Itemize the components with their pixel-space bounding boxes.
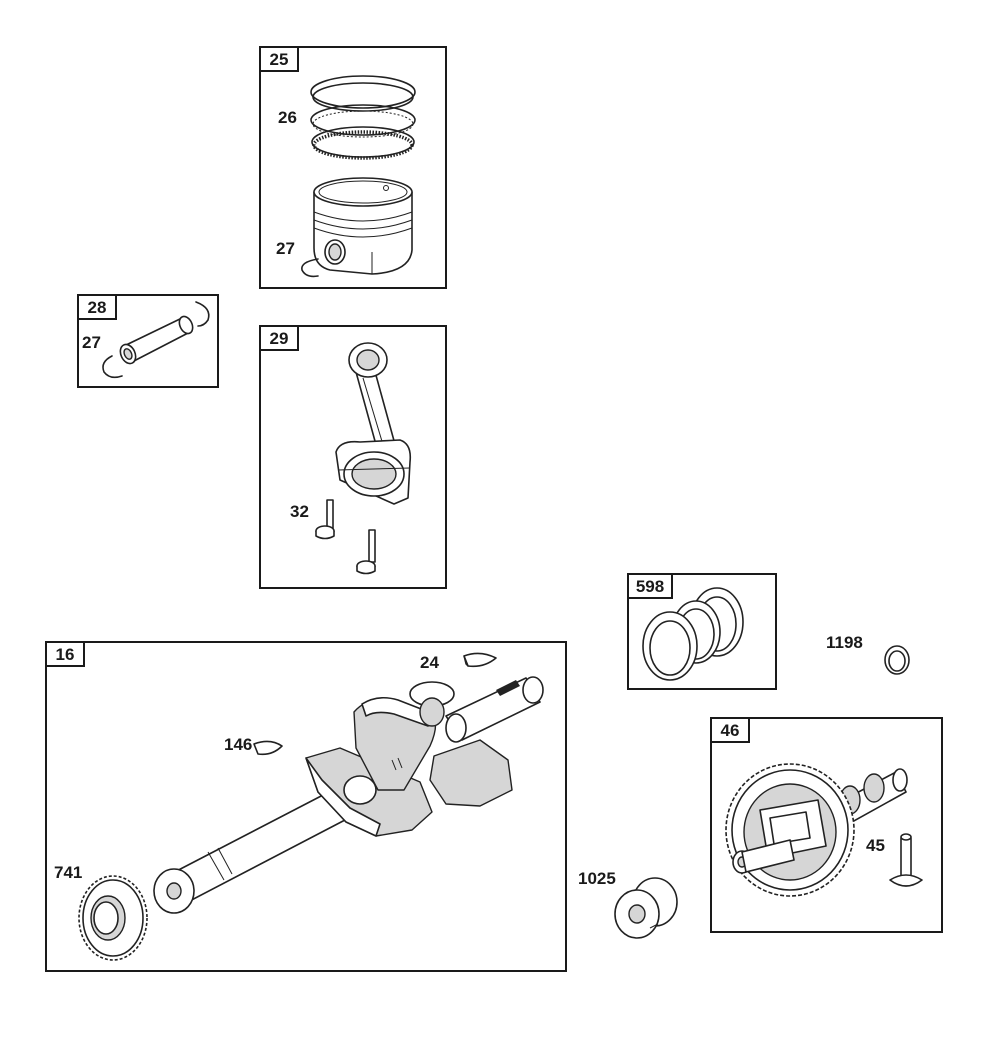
part-24-label: 24 bbox=[420, 653, 439, 672]
part-32-label: 32 bbox=[290, 502, 309, 521]
group-598-tag bbox=[627, 573, 673, 599]
group-46-tag bbox=[710, 717, 750, 743]
valve-lifter-45-drawing[interactable] bbox=[889, 833, 923, 887]
piston-rings-drawing[interactable] bbox=[310, 75, 416, 160]
crank-key-24-drawing[interactable] bbox=[463, 652, 497, 668]
group-16-label: 16 bbox=[56, 645, 75, 664]
group-25-piston-assembly: 25 26 27 bbox=[259, 46, 447, 289]
rod-bolt-upper-drawing[interactable] bbox=[315, 499, 335, 540]
part-27-label-pin: 27 bbox=[82, 333, 101, 352]
piston-drawing[interactable] bbox=[313, 177, 413, 275]
crank-gear-741-drawing[interactable] bbox=[78, 875, 148, 961]
group-46-frame bbox=[710, 717, 943, 933]
group-25-label: 25 bbox=[270, 50, 289, 69]
part-741-label: 741 bbox=[54, 863, 82, 882]
piston-clip-drawing[interactable] bbox=[301, 258, 319, 278]
group-598-frame bbox=[627, 573, 777, 690]
group-46-camshaft: 46 45 bbox=[710, 717, 943, 933]
group-16-crankshaft: 16 bbox=[45, 641, 567, 972]
piston-pin-drawing[interactable] bbox=[117, 314, 195, 366]
camshaft-drawing[interactable] bbox=[725, 763, 908, 897]
part-146-label: 146 bbox=[224, 735, 252, 754]
group-28-tag bbox=[77, 294, 117, 320]
group-46-label: 46 bbox=[721, 721, 740, 740]
group-25-frame bbox=[259, 46, 447, 289]
group-29-label: 29 bbox=[270, 329, 289, 348]
group-25-tag bbox=[259, 46, 299, 72]
pin-clip-left-drawing[interactable] bbox=[102, 355, 123, 379]
crankshaft-drawing[interactable] bbox=[153, 676, 544, 914]
group-16-frame bbox=[45, 641, 567, 972]
crank-key-146-drawing[interactable] bbox=[253, 740, 283, 756]
part-45-label: 45 bbox=[866, 836, 885, 855]
connecting-rod-drawing[interactable] bbox=[335, 342, 412, 505]
group-28-frame bbox=[77, 294, 219, 388]
group-29-frame bbox=[259, 325, 447, 589]
part-26-label: 26 bbox=[278, 108, 297, 127]
part-27-label-top: 27 bbox=[276, 239, 295, 258]
rod-bolt-lower-drawing[interactable] bbox=[356, 529, 376, 575]
group-28-label: 28 bbox=[88, 298, 107, 317]
seal-rings-drawing[interactable] bbox=[642, 587, 744, 681]
group-598-seals: 598 bbox=[627, 573, 777, 690]
washer-1198-drawing[interactable] bbox=[884, 645, 910, 675]
group-28-piston-pin: 28 27 bbox=[77, 294, 219, 388]
part-1025-label: 1025 bbox=[578, 869, 616, 888]
group-29-tag bbox=[259, 325, 299, 351]
group-16-tag bbox=[45, 641, 85, 667]
part-1198-label: 1198 bbox=[826, 633, 863, 652]
group-29-connecting-rod: 29 32 bbox=[259, 325, 447, 589]
group-598-label: 598 bbox=[636, 577, 664, 596]
pin-clip-right-drawing[interactable] bbox=[195, 301, 210, 327]
spacer-1025-drawing[interactable] bbox=[614, 877, 678, 939]
